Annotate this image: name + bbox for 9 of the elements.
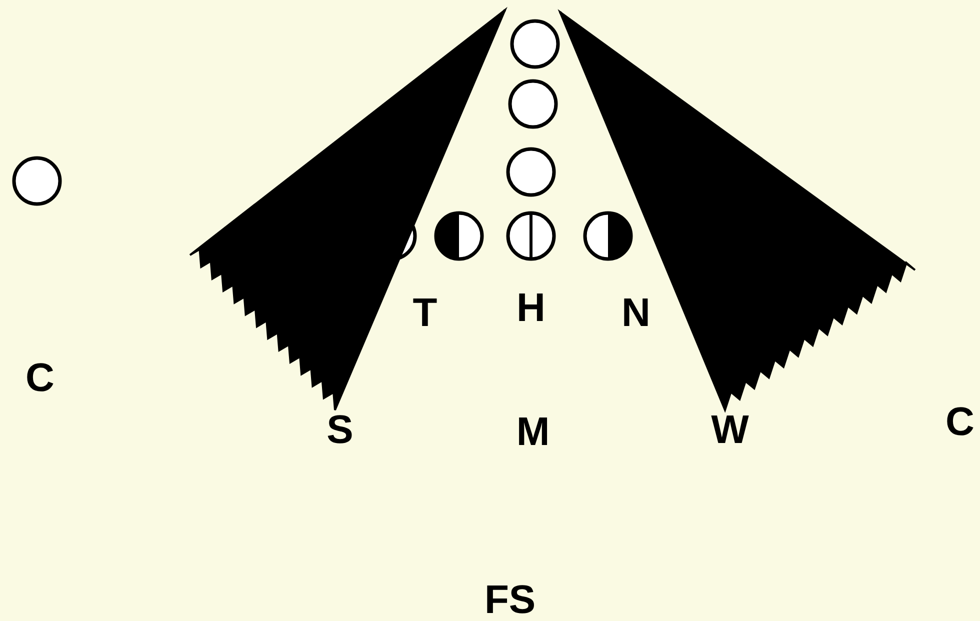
position-label: M (516, 412, 550, 452)
position-label: C (946, 402, 974, 442)
position-label: N (622, 293, 650, 333)
position-label: H (516, 288, 546, 328)
position-label: T (412, 293, 438, 333)
position-label: FS (484, 580, 536, 620)
position-label: C (26, 358, 54, 398)
position-label: W (711, 410, 749, 450)
position-label: S (326, 410, 354, 450)
